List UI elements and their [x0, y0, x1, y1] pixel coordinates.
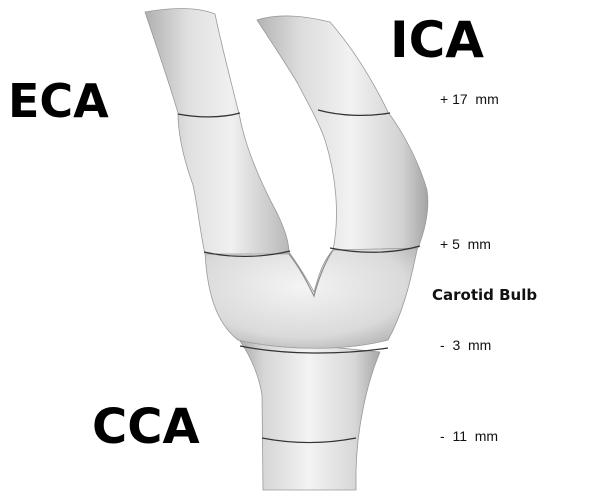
level-plus5-label: + 5 mm: [440, 237, 491, 251]
cca-vessel: [238, 338, 380, 490]
level-plus17-label: + 17 mm: [440, 92, 499, 106]
level-minus11-label: - 11 mm: [440, 429, 498, 443]
carotid-bulb-region: [205, 245, 418, 348]
ica-label: ICA: [390, 15, 484, 65]
carotid-bulb-label: Carotid Bulb: [432, 288, 537, 303]
eca-label: ECA: [8, 78, 109, 124]
cca-label: CCA: [92, 403, 200, 451]
eca-vessel: [145, 9, 289, 255]
level-minus3-label: - 3 mm: [440, 338, 491, 352]
